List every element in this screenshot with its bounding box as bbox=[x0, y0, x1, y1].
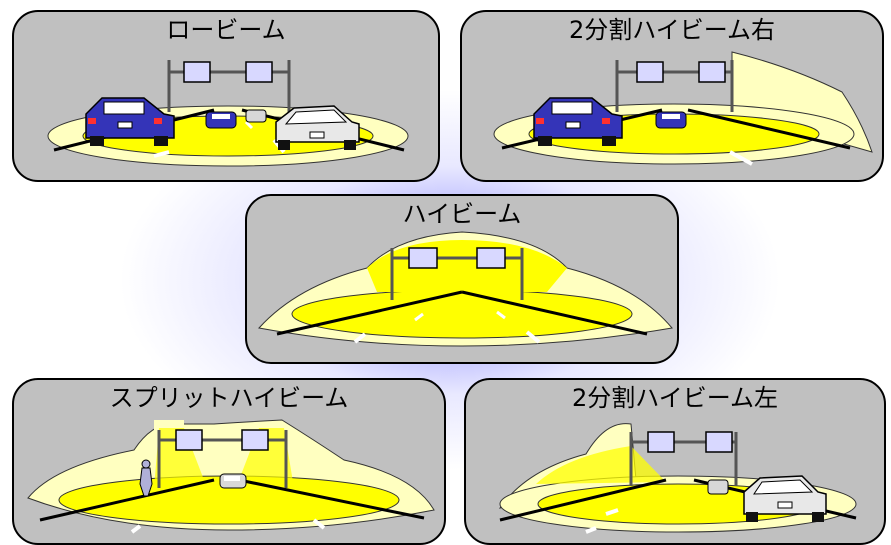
car-icon bbox=[275, 105, 360, 150]
gantry-sign-icon bbox=[157, 429, 288, 488]
gantry-sign-icon bbox=[390, 247, 524, 300]
panel-high-beam: ハイビーム bbox=[245, 194, 679, 364]
car-icon bbox=[655, 111, 687, 129]
gantry-sign-icon bbox=[629, 431, 738, 486]
high-beam-scene bbox=[258, 231, 673, 347]
car-icon bbox=[533, 97, 623, 146]
car-icon bbox=[205, 111, 237, 129]
gantry-sign-icon bbox=[167, 60, 291, 112]
car-icon bbox=[219, 473, 247, 489]
split-right-scene bbox=[493, 51, 873, 166]
split-beam-scene bbox=[27, 419, 435, 534]
inner-beam bbox=[291, 289, 633, 339]
car-icon bbox=[743, 475, 827, 522]
split-left-scene bbox=[498, 423, 857, 534]
car-icon bbox=[707, 479, 729, 495]
panel-title: 2分割ハイビーム右 bbox=[568, 16, 776, 44]
panel-title: スプリットハイビーム bbox=[109, 384, 349, 412]
panel-title: ハイビーム bbox=[402, 200, 522, 228]
panel-split-beam: スプリットハイビーム bbox=[12, 378, 446, 545]
car-icon bbox=[245, 109, 267, 123]
panel-title: 2分割ハイビーム左 bbox=[571, 384, 779, 412]
gantry-sign-icon bbox=[615, 60, 734, 112]
panel-title: ロービーム bbox=[166, 16, 286, 44]
pedestrian-icon bbox=[139, 459, 153, 497]
panel-low-beam: ロービーム bbox=[12, 10, 440, 182]
car-icon bbox=[85, 97, 175, 146]
panel-split-left: 2分割ハイビーム左 bbox=[464, 378, 886, 545]
low-beam-scene bbox=[47, 60, 409, 167]
panel-split-right: 2分割ハイビーム右 bbox=[460, 10, 884, 182]
